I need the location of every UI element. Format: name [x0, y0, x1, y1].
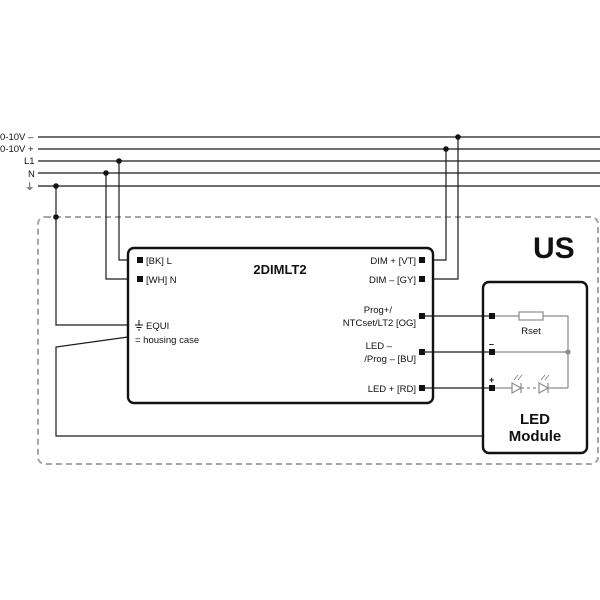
terminal-bk: [137, 257, 143, 263]
module-title-line1: LED: [520, 411, 550, 428]
line-label-0-10v-minus: 0-10V –: [0, 132, 34, 143]
driver-box: [126, 246, 435, 405]
module-terminal-rd: [489, 385, 495, 391]
us-boundary: [37, 216, 599, 465]
output-label-og-1: Prog+/: [364, 305, 393, 316]
input-label-wh: [WH] N: [146, 275, 177, 286]
output-label-bu-1: LED –: [366, 341, 393, 352]
terminal-og: [419, 313, 425, 319]
module-junction-dot: [565, 349, 571, 355]
equi-housing-label: = housing case: [135, 335, 199, 346]
wire-ground-equi: [55, 186, 138, 326]
output-label-bu-2: /Prog – [BU]: [364, 354, 416, 365]
terminal-bu: [419, 349, 425, 355]
line-label-l1: L1: [24, 156, 35, 167]
module-terminal-bu: [489, 349, 495, 355]
module-minus-sign: –: [489, 339, 494, 349]
terminal-gy: [419, 276, 425, 282]
output-label-vt: DIM + [VT]: [370, 256, 416, 267]
input-label-bk: [BK] L: [146, 256, 172, 267]
wire-l: [118, 161, 138, 261]
line-label-0-10v-plus: 0-10V +: [0, 144, 34, 155]
led-module-box: [481, 280, 589, 455]
output-label-og-2: NTCset/LT2 [OG]: [343, 318, 416, 329]
terminal-vt: [419, 257, 425, 263]
region-label: US: [533, 232, 575, 265]
line-label-n: N: [28, 169, 35, 180]
rset-label: Rset: [521, 326, 541, 337]
wire-ground-housing: [55, 336, 483, 437]
wire-dim-plus: [425, 149, 447, 261]
ground-icon: ⏚: [25, 182, 35, 193]
terminal-rd: [419, 385, 425, 391]
led-diode-icon: [511, 374, 523, 395]
output-label-gy: DIM – [GY]: [369, 275, 416, 286]
equi-label: EQUI: [146, 321, 169, 332]
driver-title: 2DIMLT2: [253, 262, 306, 277]
wire-dim-minus: [425, 137, 459, 280]
module-internal-rset-right: [543, 315, 569, 388]
equi-ground-icon: [135, 320, 143, 331]
output-label-rd: LED + [RD]: [368, 384, 416, 395]
terminal-wh: [137, 276, 143, 282]
rset-resistor-icon: [518, 311, 544, 321]
module-title-line2: Module: [509, 428, 562, 445]
module-plus-sign: +: [489, 375, 494, 385]
module-terminal-og: [489, 313, 495, 319]
